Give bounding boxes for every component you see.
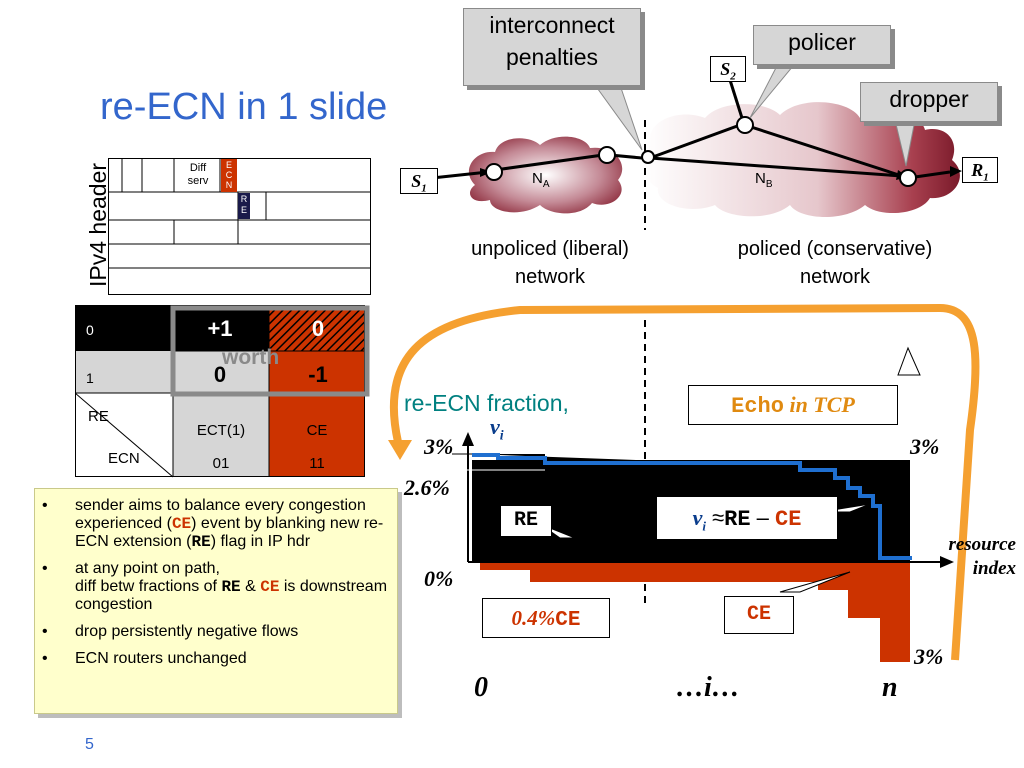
echo-loop-arrow [389,303,980,661]
ce-04pct-callout: 0.4%CE [482,598,610,638]
ce-area [480,562,910,662]
cell-worth-0-bottom: 0 [213,362,227,387]
col-ect1-label: ECT(1) [196,422,246,439]
callout-dropper: dropper [860,82,998,122]
right-3pct-label: 3% [910,434,940,459]
unpoliced-caption: unpoliced (liberal)network [471,238,629,288]
network-a-label: NA [532,170,550,190]
router-node-2 [598,146,616,164]
callout-policer: policer [753,25,891,65]
bullet-item: drop persistently negative flows [42,623,387,641]
router-node-1 [485,163,503,181]
page-number: 5 [85,736,94,753]
slide-title: re-ECN in 1 slide [100,86,388,128]
receiver-r1-box: R1 [962,157,998,184]
border-node [641,150,655,164]
re-callout-box: RE [500,505,552,537]
y-tick-0pct: 0% [424,566,454,591]
source-s1-box: S1 [400,168,438,195]
re-blue-line [472,453,912,560]
ecn-axis-label: ECN [108,450,140,467]
x-label-n: n [882,672,898,703]
bullet-item: ECN routers unchanged [42,650,387,668]
source-s2-box: S2 [710,56,746,83]
ipv4-header-grid [108,158,371,295]
worth-label: worth [222,346,280,369]
bullet-box: sender aims to balance every congestion … [34,488,398,714]
col-ce-label: CE [306,422,328,439]
network-b-label: NB [755,170,773,190]
x-label-0: 0 [474,672,488,703]
re-ecn-truth-table [75,305,370,478]
policed-caption: policed (conservative)network [737,238,933,288]
col-ce-code: 11 [309,455,325,472]
bullet-item: at any point on path,diff betw fractions… [42,560,387,614]
cell-worth-plus1: +1 [207,316,233,341]
network-diagram [431,59,962,230]
re-ecn-fraction-label: re-ECN fraction, [404,390,569,416]
y-tick-3pct: 3% [424,434,454,459]
row-label-1: 1 [86,370,94,386]
bottom-3pct-label: 3% [914,644,944,669]
ce-callout-box: CE [724,596,794,634]
dropper-node [899,169,917,187]
y-tick-2-6pct: 2.6% [404,475,450,500]
re-axis-label: RE [88,408,109,425]
cell-worth-minus1: -1 [308,362,328,387]
vi-formula-box: vi ≈RE – CE [656,496,838,540]
bullet-item: sender aims to balance every congestion … [42,497,387,551]
row-label-0: 0 [86,322,94,338]
policer-node [736,116,754,134]
vi-label: vi [490,414,504,444]
network-a-cloud [468,136,623,214]
cell-worth-0-top: 0 [311,316,325,341]
x-label-i: …i… [676,672,740,703]
col-ect1-code: 01 [212,455,230,472]
echo-in-tcp-callout: Echo in TCP [688,385,898,425]
